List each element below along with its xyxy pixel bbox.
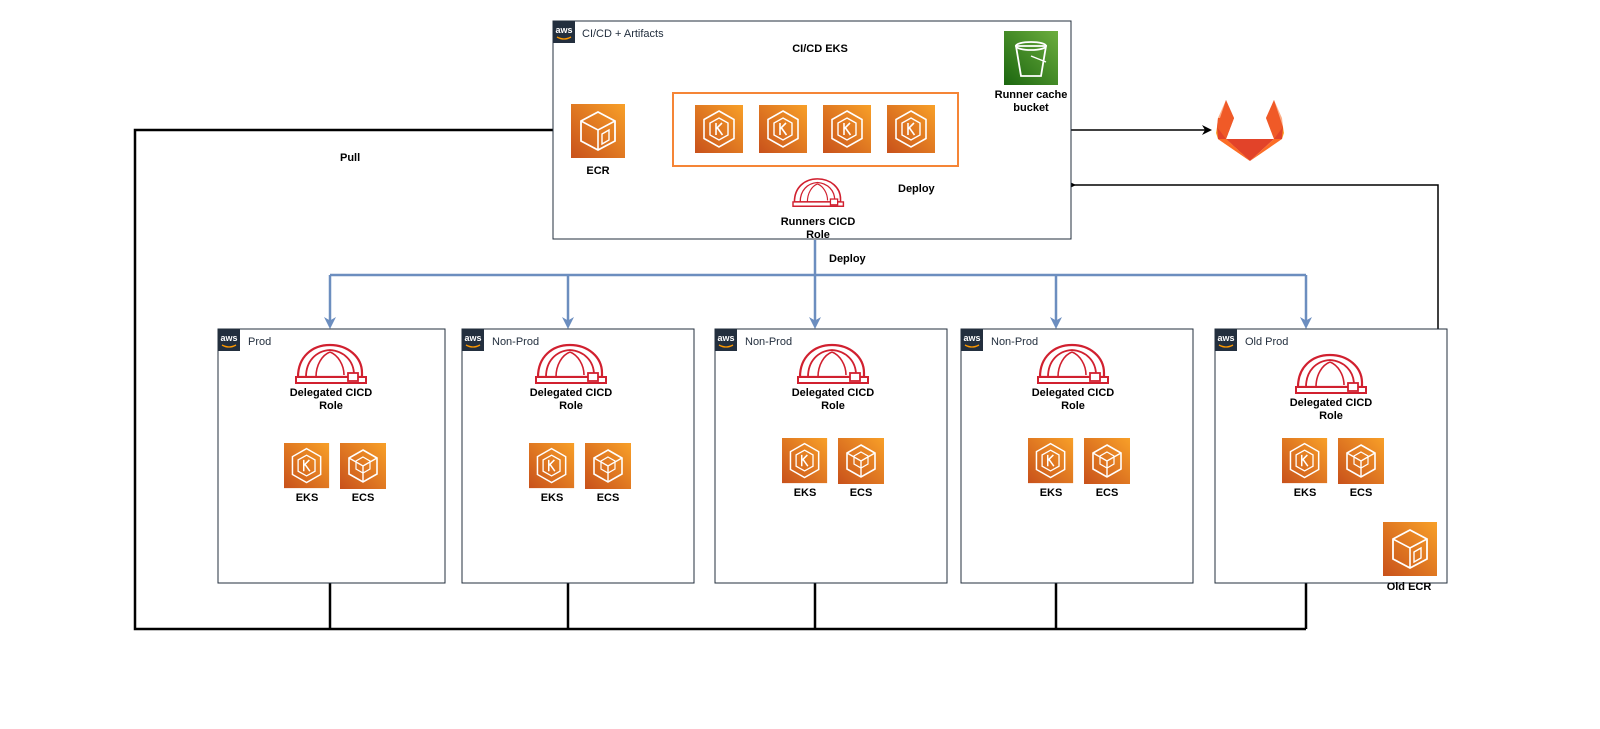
ecs-label: ECS xyxy=(1096,487,1119,499)
eks-icon xyxy=(528,442,575,489)
account-non-prod-2[interactable]: Non-Prod Delegated CICD Role EKS ECS xyxy=(714,328,948,584)
runners-role-label-line1: Runners CICD xyxy=(781,216,856,228)
account-name: Non-Prod xyxy=(745,336,792,348)
ecs-label: ECS xyxy=(597,492,620,504)
eks-cluster-title: CI/CD EKS xyxy=(792,43,848,55)
ecs-icon xyxy=(837,437,885,485)
old-ecr-label: Old ECR xyxy=(1387,581,1432,593)
ecr-node[interactable]: ECR xyxy=(570,103,626,177)
role-label-line1: Delegated CICD xyxy=(792,387,875,399)
account-name: Non-Prod xyxy=(991,336,1038,348)
eks-label: EKS xyxy=(1040,487,1063,499)
aws-logo-icon xyxy=(714,328,738,352)
eks-icon xyxy=(758,104,808,154)
runner-deploy-label: Deploy xyxy=(898,183,936,195)
ecr-icon xyxy=(570,103,626,159)
pull-label: Pull xyxy=(340,152,360,164)
eks-icon xyxy=(822,104,872,154)
deploy-connector xyxy=(324,240,1312,329)
aws-logo-icon xyxy=(552,20,576,44)
account-name: Old Prod xyxy=(1245,336,1288,348)
eks-label: EKS xyxy=(1294,487,1317,499)
role-label-line1: Delegated CICD xyxy=(290,387,373,399)
runner-cache-bucket[interactable]: Runner cache bucket xyxy=(995,31,1068,114)
ecs-icon xyxy=(1337,437,1385,485)
account-title: CI/CD + Artifacts xyxy=(582,28,664,40)
runners-role-label-line2: Role xyxy=(806,229,830,241)
eks-label: EKS xyxy=(541,492,564,504)
role-label-line1: Delegated CICD xyxy=(530,387,613,399)
deploy-label: Deploy xyxy=(829,253,867,265)
role-label-line2: Role xyxy=(559,400,583,412)
ecs-label: ECS xyxy=(1350,487,1373,499)
account-non-prod-1[interactable]: Non-Prod Delegated CICD Role EKS ECS xyxy=(461,328,695,584)
role-label-line1: Delegated CICD xyxy=(1290,397,1373,409)
ecs-icon xyxy=(339,442,387,490)
account-non-prod-3[interactable]: Non-Prod Delegated CICD Role EKS ECS xyxy=(960,328,1194,584)
eks-icon xyxy=(781,437,828,484)
runners-cicd-role[interactable]: Runners CICD Role xyxy=(781,178,856,241)
eks-icon xyxy=(886,104,936,154)
role-label-line2: Role xyxy=(1319,410,1343,422)
eks-icon xyxy=(694,104,744,154)
ecs-label: ECS xyxy=(850,487,873,499)
ecr-label: ECR xyxy=(586,165,609,177)
account-old-prod[interactable]: Old Prod Delegated CICD Role EKS ECS Old… xyxy=(1214,328,1448,593)
eks-icon xyxy=(1281,437,1328,484)
role-label-line2: Role xyxy=(1061,400,1085,412)
role-label-line2: Role xyxy=(821,400,845,412)
role-label-line1: Delegated CICD xyxy=(1032,387,1115,399)
aws-logo-icon xyxy=(461,328,485,352)
cache-label-line2: bucket xyxy=(1013,102,1049,114)
eks-label: EKS xyxy=(296,492,319,504)
account-prod[interactable]: Prod Delegated CICD Role EKS ECS xyxy=(217,328,446,584)
gitlab-icon[interactable] xyxy=(1216,100,1284,161)
account-name: Prod xyxy=(248,336,271,348)
pull-connector xyxy=(133,128,1308,631)
account-name: Non-Prod xyxy=(492,336,539,348)
cache-label-line1: Runner cache xyxy=(995,89,1068,101)
aws-logo-icon xyxy=(960,328,984,352)
cicd-eks-cluster[interactable] xyxy=(672,92,959,167)
aws-logo-icon xyxy=(217,328,241,352)
ecs-icon xyxy=(1083,437,1131,485)
role-label-line2: Role xyxy=(319,400,343,412)
eks-icon xyxy=(1027,437,1074,484)
eks-label: EKS xyxy=(794,487,817,499)
ecr-icon xyxy=(1382,521,1438,577)
eks-icon xyxy=(283,442,330,489)
ecs-label: ECS xyxy=(352,492,375,504)
aws-logo-icon xyxy=(1214,328,1238,352)
ecs-icon xyxy=(584,442,632,490)
